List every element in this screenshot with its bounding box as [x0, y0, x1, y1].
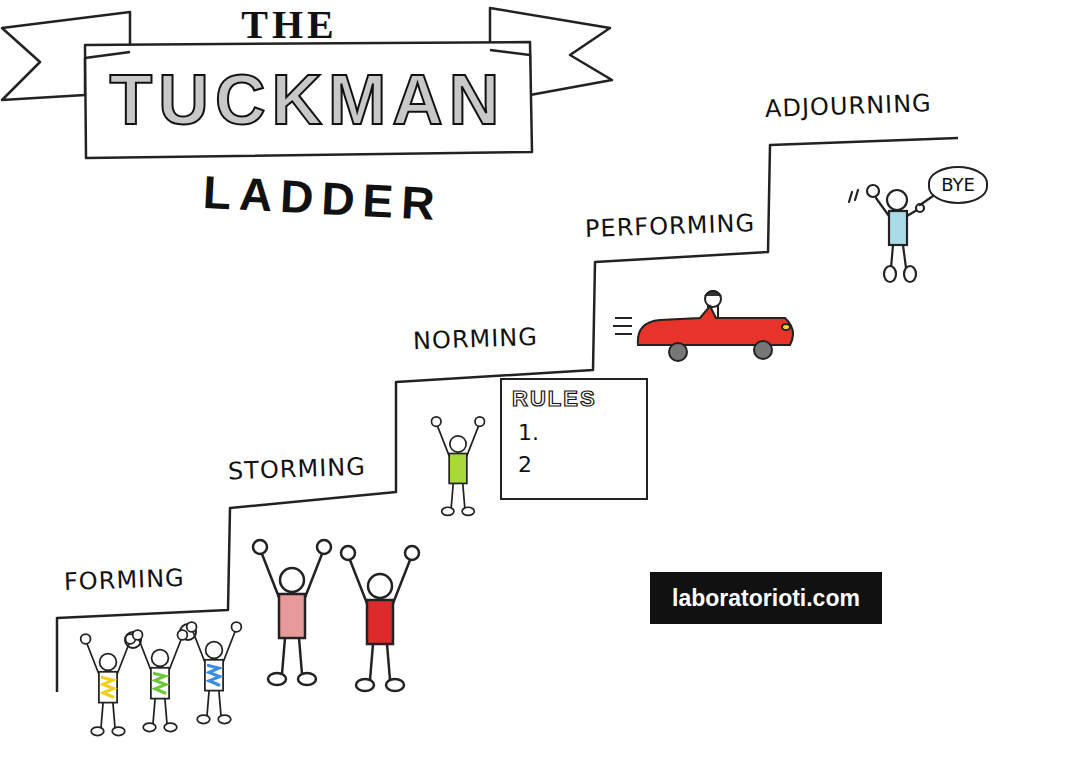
title-word: THE — [241, 3, 337, 47]
title-word: LADDER — [202, 167, 444, 229]
list-number: 1. — [518, 418, 539, 448]
head — [887, 190, 907, 210]
red-car — [613, 291, 793, 361]
watermark-text: laboratorioti.com — [672, 584, 860, 612]
stage-label: ADJOURNING — [765, 89, 933, 123]
ribbon-panel — [85, 42, 532, 158]
speech-text: BYE — [941, 174, 975, 196]
leg-line — [891, 245, 906, 268]
waving-figure — [849, 185, 933, 282]
driver-head — [705, 291, 721, 307]
stage-label: STORMING — [228, 453, 367, 486]
ribbon-fold — [85, 52, 130, 58]
shirt — [889, 211, 907, 245]
stick-figure — [133, 630, 188, 732]
ribbon-fold — [490, 50, 530, 55]
bubble-tail — [920, 196, 933, 205]
stage-label: FORMING — [64, 564, 186, 596]
wave-marks — [849, 190, 858, 202]
wheel — [669, 343, 687, 361]
title-word: TUCKMAN — [110, 65, 506, 135]
foot — [904, 266, 916, 282]
sheet-heading: RULES — [512, 386, 597, 412]
stage-label: NORMING — [413, 323, 539, 355]
rules-sheet: RULES 1.2 — [500, 378, 648, 500]
stick-figure — [431, 417, 484, 516]
speed-lines — [613, 318, 632, 334]
stick-figure — [187, 622, 242, 724]
stage-label: PERFORMING — [585, 209, 756, 243]
list-number: 2 — [518, 450, 532, 480]
wheel — [754, 341, 772, 359]
arm-line — [907, 210, 917, 216]
ladder-steps — [57, 138, 958, 692]
title-banner: THE TUCKMAN LADDER — [85, 0, 530, 235]
stick-figure — [253, 540, 331, 685]
stick-figure — [341, 546, 419, 691]
stick-figure — [81, 634, 136, 736]
speech-bubble: BYE — [928, 166, 988, 204]
hand-loop — [867, 185, 879, 197]
watermark-box: laboratorioti.com — [650, 572, 882, 624]
foot — [884, 266, 896, 282]
headlight — [782, 324, 790, 330]
car-body — [638, 306, 793, 345]
driver-hair — [705, 291, 721, 296]
